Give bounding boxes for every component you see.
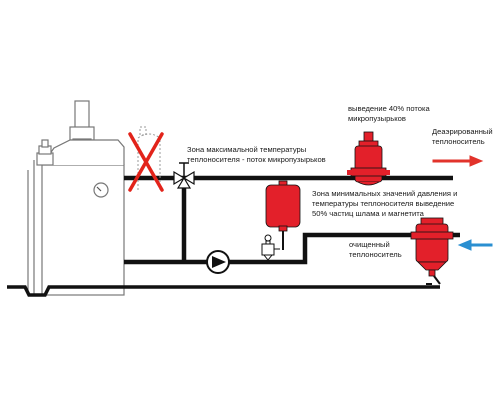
air-separator-icon <box>347 131 390 186</box>
three-way-valve-icon <box>173 162 195 189</box>
max-temp-zone-line-1: Зона максимальной температуры <box>187 145 307 154</box>
boiler-icon <box>27 139 125 296</box>
microbubble-removal-line-1: выведение 40% потока <box>348 104 430 113</box>
safety-valve-icon <box>261 234 280 261</box>
deaerated-arrow-icon <box>432 155 484 167</box>
dirt-separator-icon <box>410 217 454 285</box>
cleaned-fluid-label: очищенный теплоноситель <box>349 240 402 260</box>
floor-pipe <box>7 285 440 297</box>
max-temp-zone-line-2: теплоносителя - поток микропузырьков <box>187 155 326 164</box>
min-pressure-zone-line-2: температуры теплоносителя выведение <box>312 199 455 208</box>
max-temp-zone-label: Зона максимальной температуры теплоносит… <box>187 145 326 165</box>
min-pressure-zone-label: Зона минимальных значений давления и тем… <box>312 189 457 219</box>
microbubble-removal-label: выведение 40% потока микропузырьков <box>348 104 430 124</box>
deaerated-fluid-line-2: теплоноситель <box>432 137 485 146</box>
crossed-out-separator-icon <box>128 126 164 192</box>
cleaned-fluid-line-2: теплоноситель <box>349 250 402 259</box>
expansion-tank-icon <box>265 180 301 232</box>
deaerated-fluid-line-1: Деаэрированный <box>432 127 493 136</box>
microbubble-removal-line-2: микропузырьков <box>348 114 406 123</box>
cleaned-arrow-icon <box>457 239 493 251</box>
deaerated-fluid-label: Деаэрированный теплоноситель <box>432 127 493 147</box>
min-pressure-zone-line-1: Зона минимальных значений давления и <box>312 189 458 198</box>
cleaned-fluid-line-1: очищенный <box>349 240 390 249</box>
circulation-pump-icon <box>206 250 230 274</box>
min-pressure-zone-line-3: 50% частиц шлама и магнетита <box>312 209 424 218</box>
